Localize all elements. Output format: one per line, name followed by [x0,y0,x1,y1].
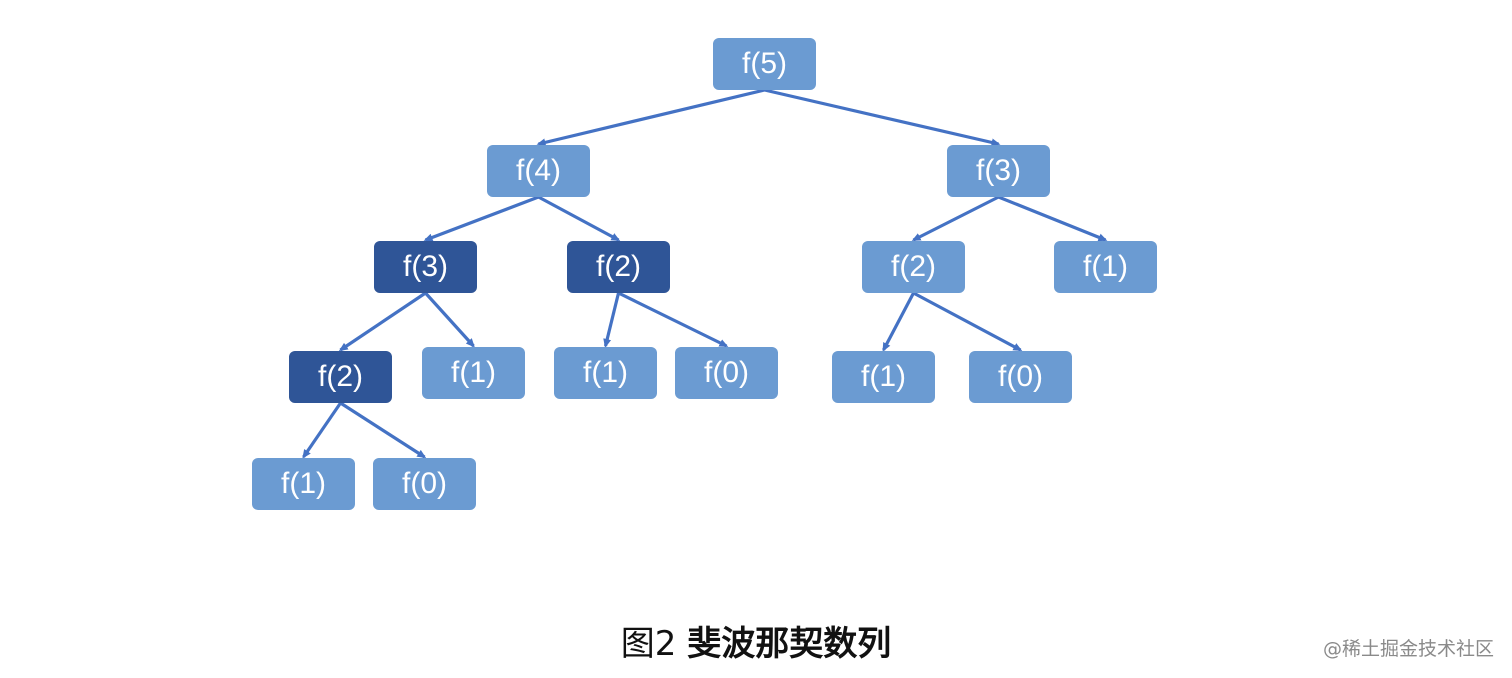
node-box [713,38,816,90]
node-label: f(1) [583,356,628,389]
tree-node-n6: f(1) [1054,241,1157,293]
node-box [862,241,965,293]
tree-node-n9: f(1) [554,347,657,399]
edge-n0-n1 [536,88,765,147]
tree-node-n14: f(0) [373,458,476,510]
edge-n5-n11 [882,292,915,352]
figure-number: 图2 [620,624,677,664]
edge-n2-n5 [911,195,1000,242]
tree-node-n10: f(0) [675,347,778,399]
node-box [422,347,525,399]
node-label: f(3) [976,154,1021,187]
edge-n4-n10 [617,291,729,348]
node-box [487,145,590,197]
tree-node-n12: f(0) [969,351,1072,403]
node-box [252,458,355,510]
node-label: f(5) [742,47,787,80]
tree-node-n3: f(3) [374,241,477,293]
node-label: f(2) [891,250,936,283]
node-box [289,351,392,403]
tree-node-n1: f(4) [487,145,590,197]
tree-node-n5: f(2) [862,241,965,293]
node-label: f(2) [596,250,641,283]
tree-node-n8: f(1) [422,347,525,399]
node-box [567,241,670,293]
edge-n7-n14 [339,401,427,459]
edge-n3-n8 [424,291,475,348]
edge-n0-n2 [764,88,1001,147]
node-label: f(1) [1083,250,1128,283]
node-label: f(4) [516,154,561,187]
node-label: f(1) [451,356,496,389]
edge-n1-n4 [537,195,621,242]
watermark: @稀土掘金技术社区 [1322,638,1494,660]
tree-node-n13: f(1) [252,458,355,510]
node-box [554,347,657,399]
edge-n5-n12 [912,291,1023,352]
node-label: f(0) [704,356,749,389]
node-label: f(0) [402,467,447,500]
tree-node-n0: f(5) [713,38,816,90]
node-label: f(2) [318,360,363,393]
tree-node-n2: f(3) [947,145,1050,197]
node-label: f(1) [861,360,906,393]
node-box [373,458,476,510]
node-box [947,145,1050,197]
edge-n3-n7 [338,291,427,352]
figure-title: 斐波那契数列 [687,624,892,664]
edge-n2-n6 [997,195,1108,242]
node-box [969,351,1072,403]
tree-node-n7: f(2) [289,351,392,403]
figure-caption: 图2 斐波那契数列 [0,616,1512,665]
node-box [374,241,477,293]
tree-node-n11: f(1) [832,351,935,403]
node-label: f(1) [281,467,326,500]
node-box [675,347,778,399]
edge-n4-n9 [603,292,621,348]
edge-n1-n3 [423,195,540,242]
tree-node-n4: f(2) [567,241,670,293]
node-box [832,351,935,403]
edge-n7-n13 [302,402,342,459]
node-box [1054,241,1157,293]
node-label: f(3) [403,250,448,283]
node-label: f(0) [998,360,1043,393]
